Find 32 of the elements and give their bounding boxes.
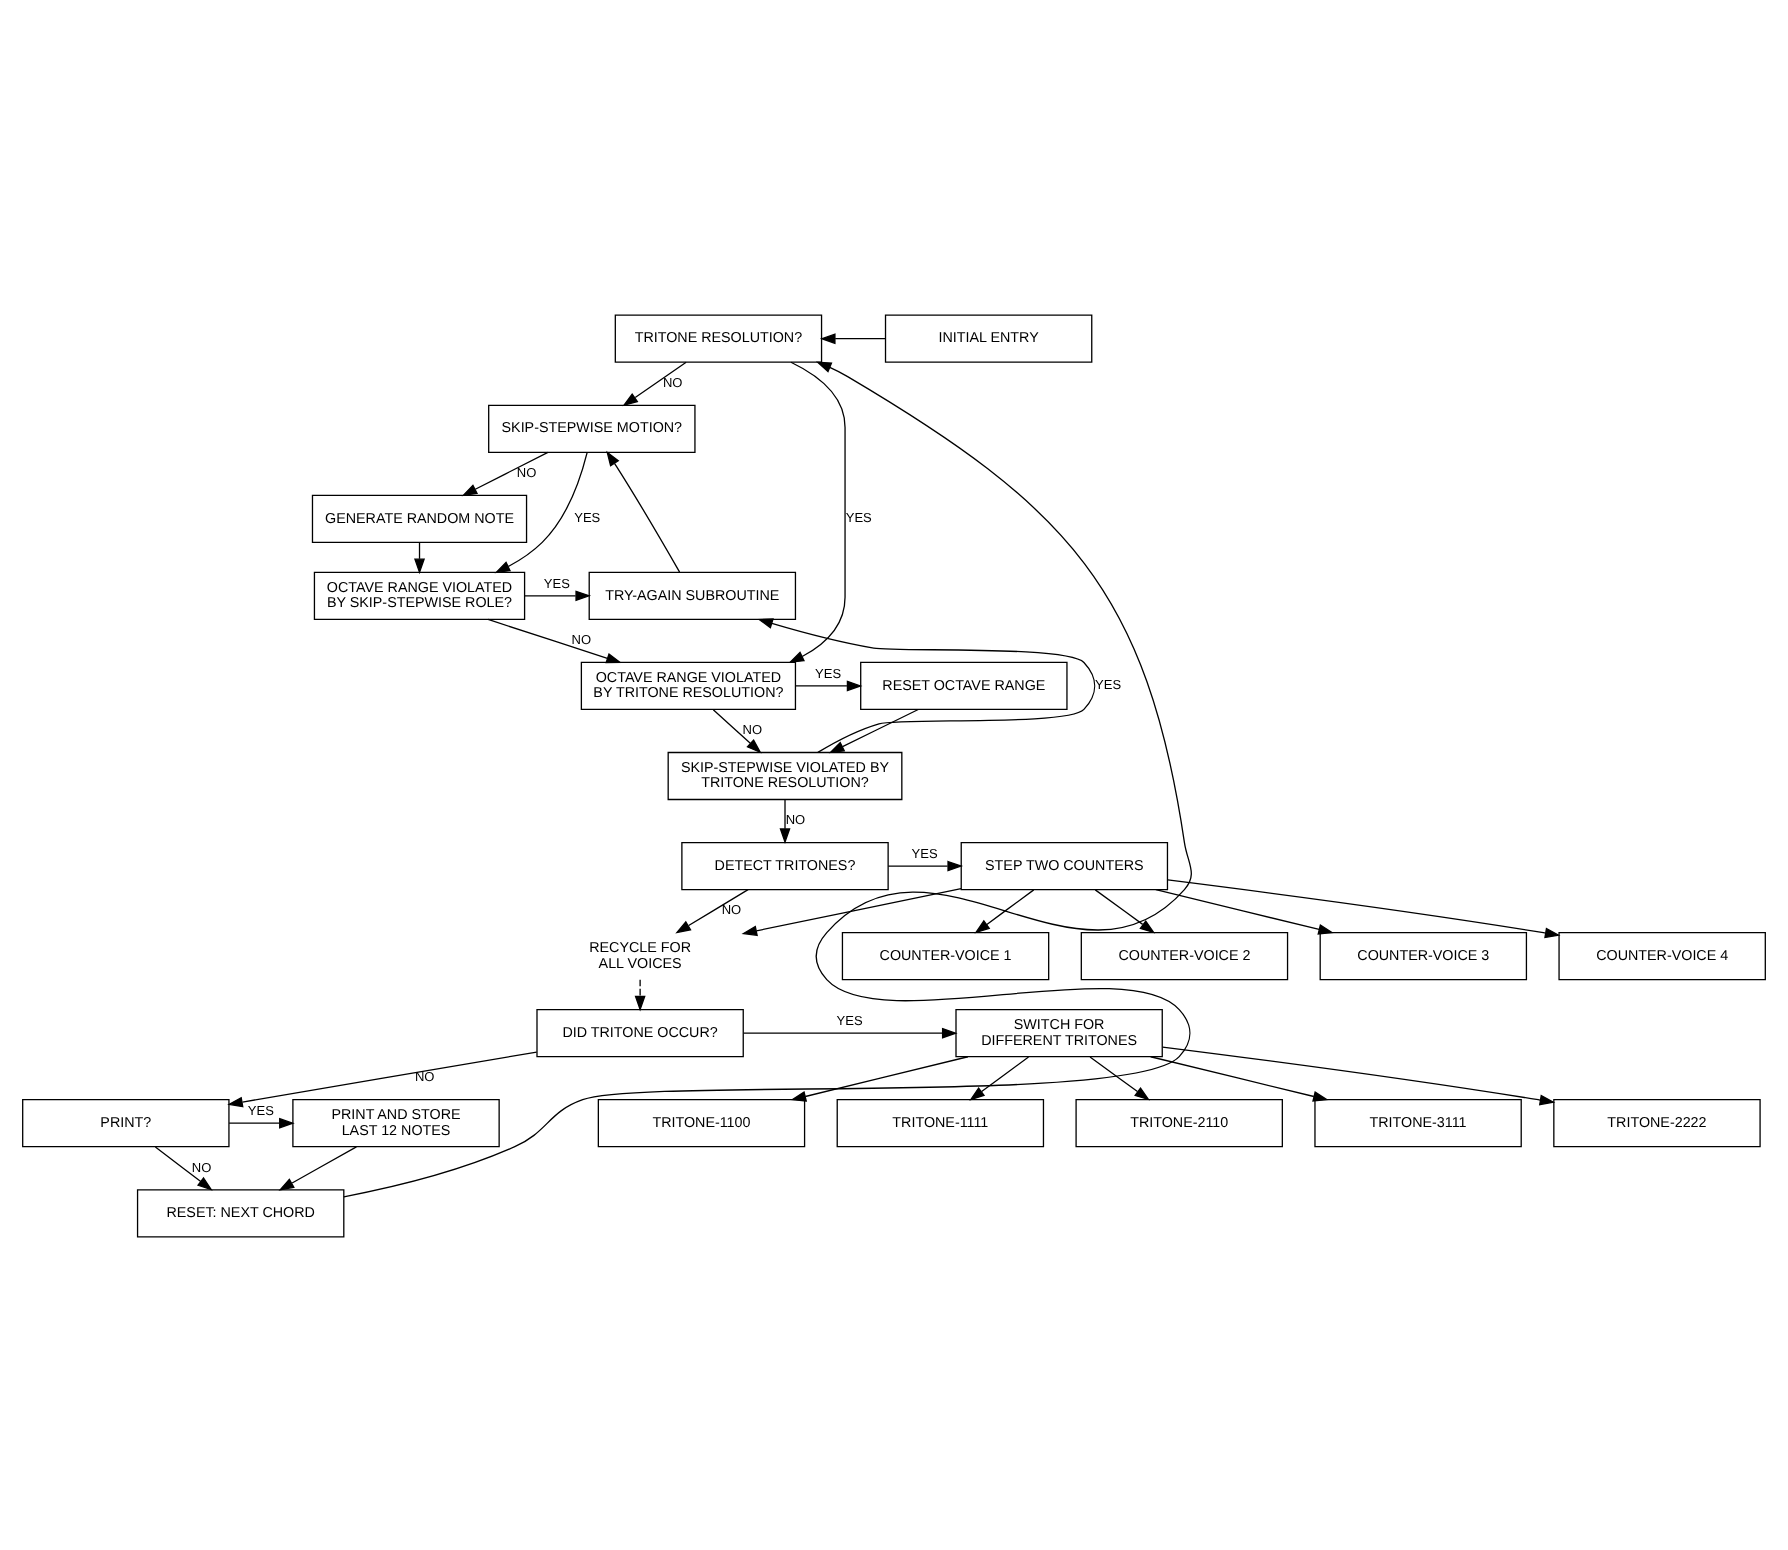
arrow <box>622 360 687 406</box>
arrow <box>461 450 549 496</box>
arrow <box>606 449 681 572</box>
arrow <box>712 708 762 753</box>
arrow <box>741 887 962 936</box>
arrow <box>228 1116 295 1128</box>
arrow <box>487 617 622 663</box>
arrow <box>1089 1055 1150 1100</box>
arrow <box>1150 1055 1329 1101</box>
arrow <box>887 859 964 871</box>
arrow <box>278 1145 358 1190</box>
arrow <box>743 1026 958 1038</box>
arrow <box>819 332 886 344</box>
arrow <box>1167 878 1561 938</box>
arrow <box>795 679 863 691</box>
arrow <box>974 888 1035 933</box>
arrow <box>494 450 588 573</box>
arrow <box>969 1055 1030 1100</box>
arrow <box>227 1050 538 1107</box>
arrow <box>828 707 919 753</box>
arrow <box>779 798 791 843</box>
arrow <box>675 888 749 933</box>
arrow <box>1155 888 1334 934</box>
arrow <box>757 617 1096 753</box>
arrow <box>1094 888 1156 933</box>
arrow <box>790 1055 969 1101</box>
arrow <box>343 360 1192 1197</box>
arrow <box>788 360 846 663</box>
arrow <box>523 589 592 601</box>
arrow <box>634 978 646 1011</box>
arrow <box>1161 1045 1556 1105</box>
arrow <box>154 1145 213 1190</box>
